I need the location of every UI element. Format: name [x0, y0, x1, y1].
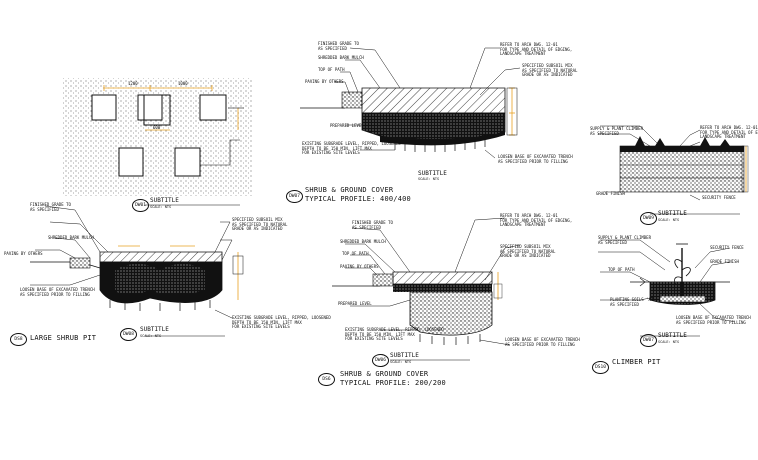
note-grade-finish: GRADE FINISH: [710, 259, 739, 264]
detail-scale: SCALE: NTS: [658, 218, 680, 222]
detail-scale: SCALE: NTS: [140, 334, 162, 338]
note-loosen-base: LOOSEN BASE OF EXCAVATED TRENCH AS SPECI…: [20, 287, 95, 297]
detail-subtitle: SUBTITLE: [150, 197, 179, 204]
note-finished-grade: FINISHED GRADE TO AS SPECIFIED: [352, 220, 393, 230]
detail-subtitle: SUBTITLE: [658, 332, 687, 339]
detail-tag: DS6: [318, 373, 335, 386]
note-bark-mulch: SHREDDED BARK MULCH: [340, 239, 386, 244]
note-climber: SUPPLY & PLANT CLIMBER AS SPECIFIED: [590, 126, 643, 136]
note-top-of-path: TOP OF PATH: [318, 67, 345, 72]
dimension-label: 1000: [178, 81, 188, 86]
note-subsoil-mix: SPECIFIED SUBSOIL MIX AS SPECIFIED TO NA…: [522, 63, 578, 78]
note-loosen-base: LOOSEN BASE OF EXCAVATED TRENCH AS SPECI…: [676, 315, 751, 325]
plan-shrub-box: [137, 94, 163, 121]
detail-badge: DW06: [372, 354, 389, 367]
note-existing-subgrade: EXISTING SUBGRADE LEVEL, RIPPED, LOOSENE…: [345, 327, 444, 342]
detail-climber-pit: [598, 239, 736, 323]
note-security-fence: SECURITY FENCE: [710, 245, 744, 250]
note-arch-ref: REFER TO ARCH DWG. 12-01 FOR TYPE AND DE…: [500, 42, 573, 57]
note-paving: PAVING BY OTHERS: [305, 79, 344, 84]
note-existing-subgrade: EXISTING SUBGRADE LEVEL, RIPPED, LOOSENE…: [302, 141, 401, 156]
detail-title-profile: TYPICAL PROFILE: 200/200: [340, 379, 446, 387]
note-prepared-level: PREPARED LEVEL: [338, 301, 372, 306]
note-paving: PAVING BY OTHERS: [340, 264, 379, 269]
detail-tag: DS8: [10, 333, 27, 346]
detail-shrub-400: [300, 47, 521, 159]
detail-title: SHRUB & GROUND COVER: [305, 186, 394, 194]
detail-title: LARGE SHRUB PIT: [30, 334, 97, 342]
note-bark-mulch: SHREDDED BARK MULCH: [318, 55, 364, 60]
detail-title: CLIMBER PIT: [612, 358, 661, 366]
detail-title: SHRUB & GROUND COVER: [340, 370, 429, 378]
note-subsoil-mix: SPECIFIED SUBSOIL MIX AS SPECIFIED TO NA…: [500, 244, 556, 259]
detail-badge: DW07: [286, 190, 303, 203]
note-existing-subgrade: EXISTING SUBGRADE LEVEL, RIPPED, LOOSENE…: [232, 315, 331, 330]
detail-badge: DW08: [120, 328, 137, 341]
note-arch-ref: REFER TO ARCH DWG. 12-01 FOR TYPE AND DE…: [700, 125, 758, 140]
note-loosen-base: LOOSEN BASE OF EXCAVATED TRENCH AS SPECI…: [505, 337, 580, 347]
note-climber: SUPPLY & PLANT CLIMBER AS SPECIFIED: [598, 235, 651, 245]
plan-shrub-box: [174, 147, 201, 177]
note-top-of-path: TOP OF PATH: [608, 267, 635, 272]
detail-badge: DW01: [132, 199, 149, 212]
detail-subtitle: SUBTITLE: [390, 352, 419, 359]
plan-shrub-box: [91, 94, 117, 121]
detail-plan: [62, 78, 252, 196]
detail-subtitle: SUBTITLE: [658, 210, 687, 217]
detail-tag: DS10: [592, 361, 609, 374]
note-prepared-level: PREPARED LEVEL: [330, 123, 364, 128]
detail-large-shrub-pit: [30, 205, 244, 319]
detail-badge: DW07: [640, 334, 657, 347]
note-paving: PAVING BY OTHERS: [4, 251, 43, 256]
dimension-label: 600: [153, 125, 161, 130]
note-subsoil-mix: SPECIFIED SUBSOIL MIX AS SPECIFIED TO NA…: [232, 217, 288, 232]
detail-shrub-200: [332, 217, 521, 346]
detail-subtitle: SUBTITLE: [140, 326, 169, 333]
note-grade-finish: GRADE FINISH: [596, 191, 625, 196]
detail-scale: SCALE: NTS: [658, 340, 680, 344]
plan-shrub-box: [118, 147, 144, 177]
note-top-of-path: TOP OF PATH: [342, 251, 369, 256]
note-bark-mulch: SHREDDED BARK MULCH: [48, 235, 94, 240]
note-loosen-base: LOOSEN BASE OF EXCAVATED TRENCH AS SPECI…: [498, 154, 573, 164]
detail-subtitle: SUBTITLE: [418, 170, 447, 177]
detail-scale: SCALE: NTS: [390, 360, 412, 364]
detail-title-profile: TYPICAL PROFILE: 400/400: [305, 195, 411, 203]
note-finished-grade: FINISHED GRADE TO AS SPECIFIED: [30, 202, 71, 212]
plan-shrub-box: [199, 94, 227, 121]
note-security-fence: SECURITY FENCE: [702, 195, 736, 200]
note-finished-grade: FINISHED GRADE TO AS SPECIFIED: [318, 41, 359, 51]
detail-shrub-tree: [598, 125, 749, 201]
detail-scale: SCALE: NTS: [418, 177, 440, 181]
detail-badge: DW09: [640, 212, 657, 225]
note-planting-soils: PLANTING SOILS 'A' AS SPECIFIED: [610, 297, 654, 307]
note-arch-ref: REFER TO ARCH DWG. 12-01 FOR TYPE AND DE…: [500, 213, 573, 228]
detail-scale: SCALE: NTS: [150, 205, 172, 209]
dimension-label: 1200: [128, 81, 138, 86]
